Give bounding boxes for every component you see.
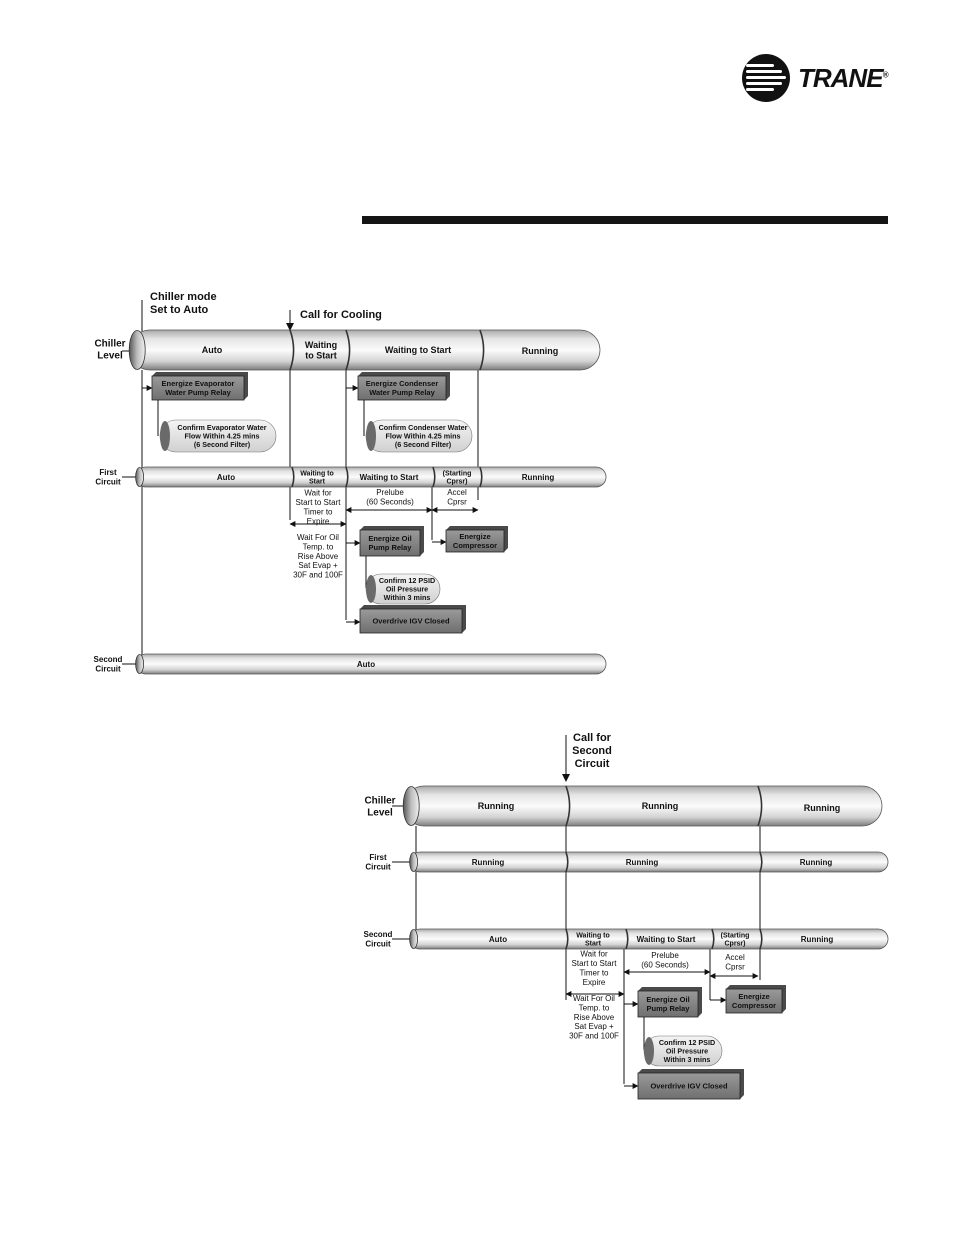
second2-state-running: Running [801,935,834,944]
second-circuit-pipe-2-segment-divider [711,928,715,950]
igv2-box-label: Overdrive IGV Closed [650,1082,728,1091]
chiller-level-pipe-segment-divider [345,329,351,371]
call-cooling-annotation: Call for Cooling [300,309,382,321]
chiller2-state-running-1: Running [478,801,515,811]
chiller-level-pipe-2-segment-divider [565,785,571,827]
second-circuit-pipe-2-segment-divider [625,928,629,950]
timer-prelube: Prelube(60 Seconds) [366,488,414,506]
second-circuit-pipe-2-end-cap [409,929,419,949]
oil-relay-box [359,529,421,557]
call-cooling-arrowhead [286,323,294,331]
first-circuit-pipe-segment-divider [479,466,483,488]
chiller-level-pipe-segment-divider [289,329,295,371]
compressor-box [445,529,505,553]
chiller-level-pipe-end-cap [128,330,146,370]
second-circuit-pipe-end-cap [135,654,145,674]
first-circuit-pipe-2-segment-divider [759,851,763,873]
timer2-prelube: Prelube(60 Seconds) [641,951,689,969]
oil2-relay-box [637,990,699,1018]
chiller-state-waiting-to-start: Waiting to Start [385,345,451,355]
trane-logo-mark [742,54,790,102]
first2-state-running-1: Running [472,858,505,867]
header-rule [362,216,888,224]
first-state-waiting-to-start: Waiting to Start [360,473,419,482]
first-circuit-pipe-segment-divider [432,466,436,488]
evap-confirm-pill-cap [160,421,170,451]
second-circuit-pipe-2-segment-divider [759,928,763,950]
chiller2-state-running-2: Running [642,801,679,811]
oil-confirm-pill-cap [366,575,376,603]
chiller-level-pipe-2-end-cap [402,786,420,826]
second2-state-waiting-to-start: Waiting to Start [637,935,696,944]
second2-state-auto: Auto [489,935,507,944]
chiller-state-auto: Auto [202,345,223,355]
oil2-confirm-pill-cap [644,1037,654,1065]
second-state-auto: Auto [357,660,375,669]
cond-relay-box [357,375,447,401]
chiller-level-pipe-2-segment-divider [757,785,763,827]
first-circuit-pipe-2-end-cap [409,852,419,872]
chiller2-state-running-3: Running [804,803,841,813]
first-circuit-pipe-2-segment-divider [565,851,569,873]
first2-state-running-3: Running [800,858,833,867]
igv2-box [637,1072,741,1100]
first2-state-running-2: Running [626,858,659,867]
call-second-arrowhead [562,774,570,782]
chiller-level-pipe-segment-divider [479,329,485,371]
chiller-state-running: Running [522,346,559,356]
first-state-auto: Auto [217,473,235,482]
trane-logo: TRANE® [742,54,892,104]
first-circuit-pipe-segment-divider [291,466,295,488]
cond-confirm-pill-cap [366,421,376,451]
igv-box-label: Overdrive IGV Closed [372,617,450,626]
trane-logo-wordmark: TRANE® [798,63,888,93]
first-circuit-pipe-end-cap [135,467,145,487]
igv-box [359,608,463,634]
second-circuit-pipe-2-segment-divider [565,928,569,950]
evap-relay-box [151,375,245,401]
first-state-running: Running [522,473,555,482]
compressor2-box [725,988,783,1014]
first-circuit-pipe-segment-divider [345,466,349,488]
